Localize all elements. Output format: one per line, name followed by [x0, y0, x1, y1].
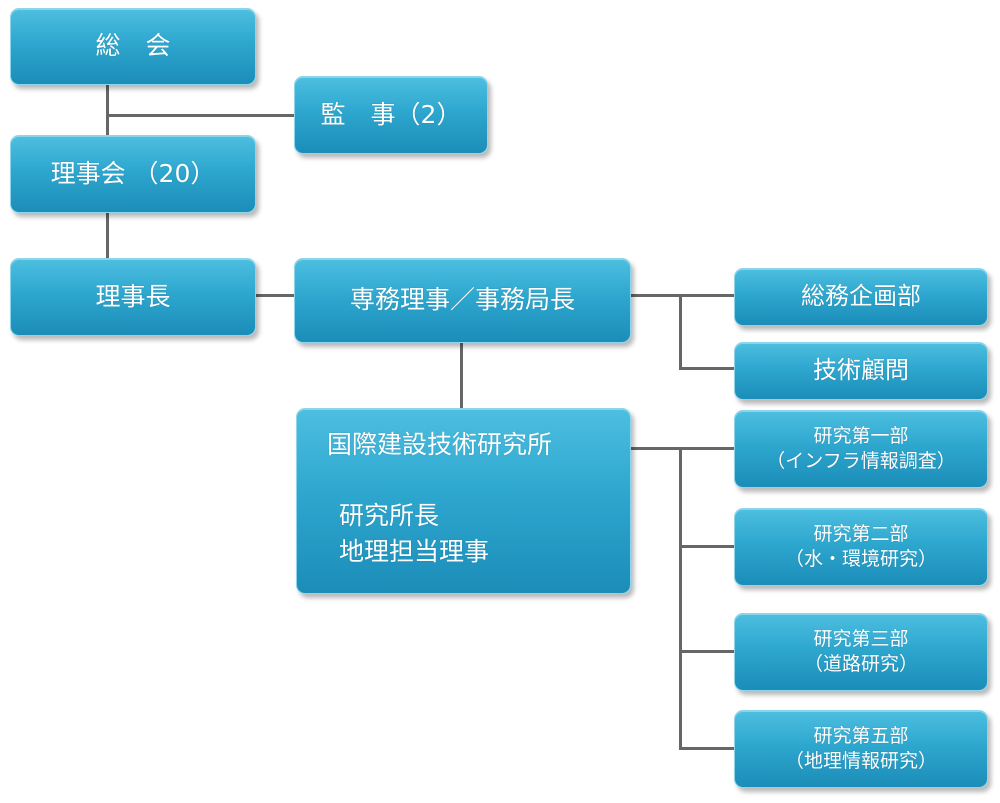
board-label: 理事会 （20） [50, 158, 216, 188]
dept3-name: 研究第三部 [813, 628, 909, 651]
connector-executive-right [630, 294, 736, 297]
general-assembly-label: 総 会 [95, 31, 171, 61]
connector-executive-vertical [679, 294, 682, 370]
connector-institute-right [630, 447, 736, 450]
dept2-name: 研究第二部 [813, 523, 909, 546]
dept2-box: 研究第二部 （水・環境研究） [734, 508, 988, 586]
connector-dept2 [679, 545, 736, 548]
general-affairs-box: 総務企画部 [734, 268, 988, 326]
institute-geo-director: 地理担当理事 [339, 537, 490, 566]
connector-board-chairman [106, 212, 109, 260]
chairman-label: 理事長 [95, 281, 171, 311]
general-assembly-box: 総 会 [10, 8, 256, 85]
executive-director-label: 専務理事／事務局長 [349, 285, 575, 315]
connector-auditors [106, 114, 296, 117]
dept5-name: 研究第五部 [813, 725, 909, 748]
technical-advisor-box: 技術顧問 [734, 342, 988, 400]
connector-technical-advisor [679, 367, 736, 370]
auditors-box: 監 事（2） [294, 76, 488, 154]
dept3-sub: （道路研究） [803, 653, 918, 675]
connector-executive-institute [460, 342, 463, 410]
chairman-box: 理事長 [10, 258, 256, 336]
dept1-sub: （インフラ情報調査） [766, 450, 956, 472]
institute-name: 国際建設技術研究所 [327, 430, 553, 459]
dept2-sub: （水・環境研究） [784, 548, 937, 570]
dept3-box: 研究第三部 （道路研究） [734, 613, 988, 691]
connector-chairman-executive [256, 294, 296, 297]
general-affairs-label: 総務企画部 [801, 282, 921, 311]
connector-assembly-board [106, 84, 109, 136]
dept1-name: 研究第一部 [813, 425, 909, 448]
dept5-sub: （地理情報研究） [784, 750, 937, 772]
auditors-label: 監 事（2） [320, 99, 462, 129]
institute-director: 研究所長 [339, 500, 440, 530]
connector-dept3 [679, 650, 736, 653]
connector-dept5 [679, 747, 736, 750]
connector-institute-vertical [679, 447, 682, 750]
executive-director-box: 専務理事／事務局長 [294, 258, 631, 343]
technical-advisor-label: 技術顧問 [813, 356, 909, 385]
dept1-box: 研究第一部 （インフラ情報調査） [734, 410, 988, 488]
dept5-box: 研究第五部 （地理情報研究） [734, 710, 988, 788]
institute-box: 国際建設技術研究所 研究所長 地理担当理事 [296, 408, 631, 594]
board-box: 理事会 （20） [10, 135, 256, 213]
